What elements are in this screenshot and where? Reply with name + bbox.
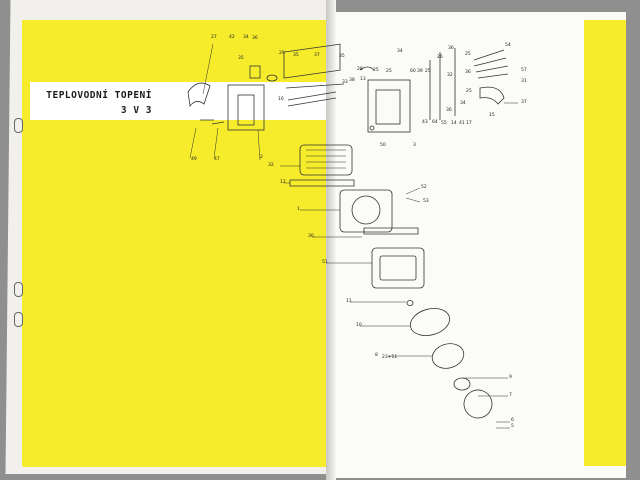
part-label: 54 [505, 42, 511, 48]
part-label: 30 [308, 233, 314, 239]
part-label: 6 [511, 417, 514, 423]
part-label: 16 [278, 96, 284, 102]
part-label: 32 [268, 162, 274, 168]
part-label: 8 [375, 352, 378, 358]
part-label: 49 [191, 156, 197, 162]
part-label: 33 [342, 79, 348, 85]
part-label: 50 [380, 142, 386, 148]
part-label: 34 [460, 100, 466, 106]
frame-bar [289, 179, 355, 187]
part-label: 2 [260, 154, 263, 160]
part-label: 41 [459, 120, 465, 126]
part-label: 25 [425, 68, 431, 74]
part-label: 39 [417, 68, 423, 74]
part-label: 43 [422, 119, 428, 125]
title-strip [30, 82, 330, 120]
fan-wheel [463, 389, 493, 419]
part-label: 60 [410, 68, 416, 74]
part-label: 35 [238, 55, 244, 61]
part-label: 36 [446, 107, 452, 113]
part-label: 36 [448, 45, 454, 51]
part-label: 12 [280, 179, 286, 185]
part-label: 25 [465, 51, 471, 57]
part-label: 35 [293, 52, 299, 58]
part-label: 37 [521, 99, 527, 105]
part-label: 3 [413, 142, 416, 148]
fan-hub [453, 377, 471, 391]
part-label: 25 [373, 67, 379, 73]
part-label: 15 [489, 112, 495, 118]
heater-core [283, 43, 341, 79]
part-label: 55 [441, 120, 447, 126]
title-line-1: TEPLOVODNÍ TOPENÍ [46, 90, 152, 101]
part-label: 13 [360, 76, 366, 82]
heater-housing-left [227, 84, 265, 131]
part-label: 53 [423, 198, 429, 204]
binding-ring [14, 312, 23, 327]
fan-housing [409, 308, 451, 336]
part-label: 27 [211, 34, 217, 40]
part-label: 5 [511, 423, 514, 429]
fan-motor [431, 343, 465, 369]
elbow-duct [187, 82, 211, 108]
duct-strip [285, 83, 345, 89]
binding-ring [14, 118, 23, 133]
page-title: TEPLOVODNÍ TOPENÍ 3 V 3 [40, 88, 152, 118]
heater-housing-right [367, 79, 411, 133]
part-label: 31 [521, 78, 527, 84]
part-label: 32 [447, 72, 453, 78]
part-label: 29 [279, 50, 285, 56]
part-label: 1 [297, 206, 300, 212]
part-label: 10 [356, 322, 362, 328]
radiator [299, 144, 353, 176]
part-label: 34 [243, 34, 249, 40]
part-label: 7 [509, 392, 512, 398]
part-label: 25 [386, 68, 392, 74]
part-label: 9 [509, 374, 512, 380]
part-label: 36 [465, 69, 471, 75]
part-label: 37 [314, 52, 320, 58]
title-line-2: 3 V 3 [120, 105, 152, 116]
part-label: 47 [214, 156, 220, 162]
part-label: 26 [437, 54, 443, 60]
part-label: 51 [322, 259, 328, 265]
part-label: 28 [357, 66, 363, 72]
part-label: 38 [349, 77, 355, 83]
part-label: 23+11 [382, 354, 397, 360]
part-label: 35 [339, 53, 345, 59]
part-label: 34 [397, 48, 403, 54]
book-gutter [326, 0, 336, 480]
part-label: 64 [432, 119, 438, 125]
part-label: 42 [229, 34, 235, 40]
binding-ring [14, 282, 23, 297]
right-yellow-panel [584, 20, 626, 466]
fan-cover [339, 189, 393, 233]
gasket-plate [371, 247, 425, 289]
part-label: 57 [521, 67, 527, 73]
part-label: 52 [421, 184, 427, 190]
part-label: 36 [252, 35, 258, 41]
part-label: 25 [466, 88, 472, 94]
lower-bar [363, 227, 419, 235]
part-label: 11 [346, 298, 352, 304]
nut [406, 300, 414, 306]
part-label: 17 [466, 120, 472, 126]
part-label: 14 [451, 120, 457, 126]
